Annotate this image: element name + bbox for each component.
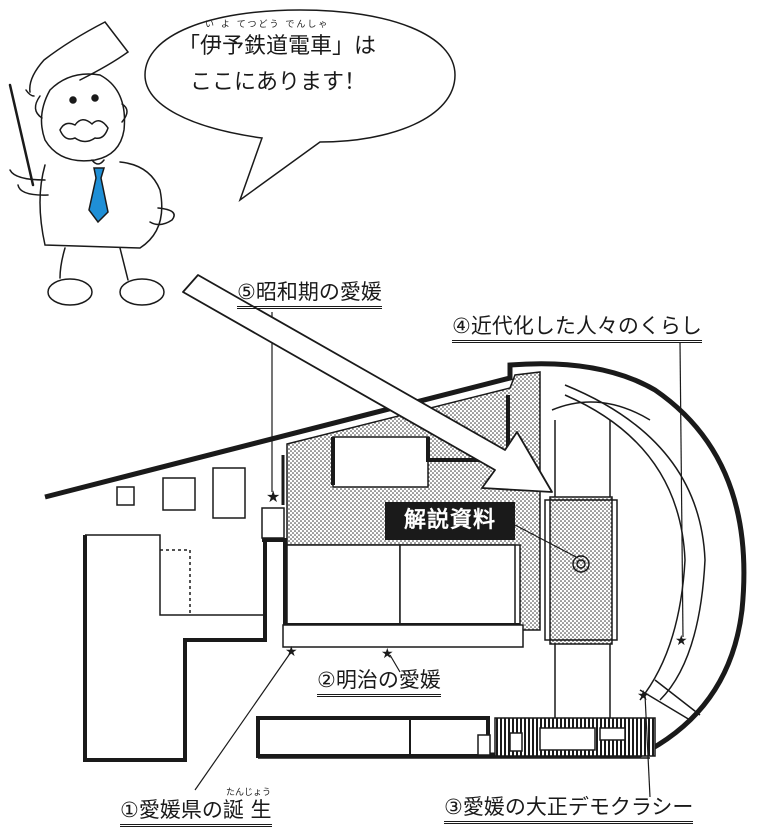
room-meiji-left	[286, 544, 401, 626]
bottom-cabinet-0	[477, 734, 491, 756]
streetcar-frame	[544, 499, 618, 641]
leader-3	[644, 694, 651, 798]
left-wing-dashed	[160, 549, 191, 615]
taisho-arc-connect	[639, 679, 701, 721]
star-marker-3: ★	[637, 688, 650, 704]
bottom-room	[256, 716, 490, 758]
wall-thick-upper	[331, 395, 510, 485]
section-label-1: ①愛媛県の誕 生	[120, 798, 272, 827]
curved-wall-inner	[551, 401, 651, 421]
showcase-2	[162, 477, 196, 511]
section-label-4: ④近代化した人々のくらし	[452, 314, 702, 343]
showcase-4	[261, 507, 285, 539]
bubble-line-2: ここにあります！	[190, 70, 367, 95]
star-marker-5: ★	[266, 487, 280, 506]
speech-bubble-shape	[144, 9, 456, 203]
section-ruby-1: たんじょう	[226, 788, 272, 798]
corridor-meiji	[282, 624, 524, 648]
leader-2	[389, 654, 401, 673]
bubble-line-1: 「伊予鉄道電車」は	[178, 34, 377, 59]
star-marker-4: ★	[675, 633, 688, 649]
pointer-arrow	[182, 274, 553, 493]
section-label-2: ②明治の愛媛	[317, 668, 441, 697]
room-upper-white	[332, 436, 429, 488]
bubble-ruby: い よ てつどう でんしゃ	[205, 20, 330, 30]
leader-4	[679, 341, 684, 638]
target-marker-inner	[576, 559, 586, 569]
building-outer-wall	[44, 361, 747, 758]
leader-1	[194, 651, 292, 791]
guide-character	[8, 21, 175, 306]
section-label-3: ③愛媛の大正デモクラシー	[444, 795, 694, 824]
section-label-5: ⑤昭和期の愛媛	[237, 280, 382, 309]
bottom-cabinet-3	[599, 727, 626, 741]
streetcar-body	[549, 496, 613, 645]
bottom-cabinet-1	[509, 732, 523, 752]
showcase-1	[116, 486, 135, 506]
star-marker-2: ★	[381, 646, 394, 662]
left-wing-wall	[83, 535, 267, 762]
leader-badge	[514, 524, 579, 559]
explanation-badge: 解説資料	[385, 502, 515, 540]
bottom-cabinet-2	[539, 727, 596, 751]
taisho-arc-inner	[564, 394, 686, 701]
taisho-arc-outer	[564, 384, 706, 701]
room-meiji-right	[399, 544, 516, 626]
left-wing-room	[85, 534, 265, 616]
target-marker-outer	[572, 555, 590, 573]
showcase-3	[212, 467, 246, 519]
necktie	[88, 167, 109, 224]
